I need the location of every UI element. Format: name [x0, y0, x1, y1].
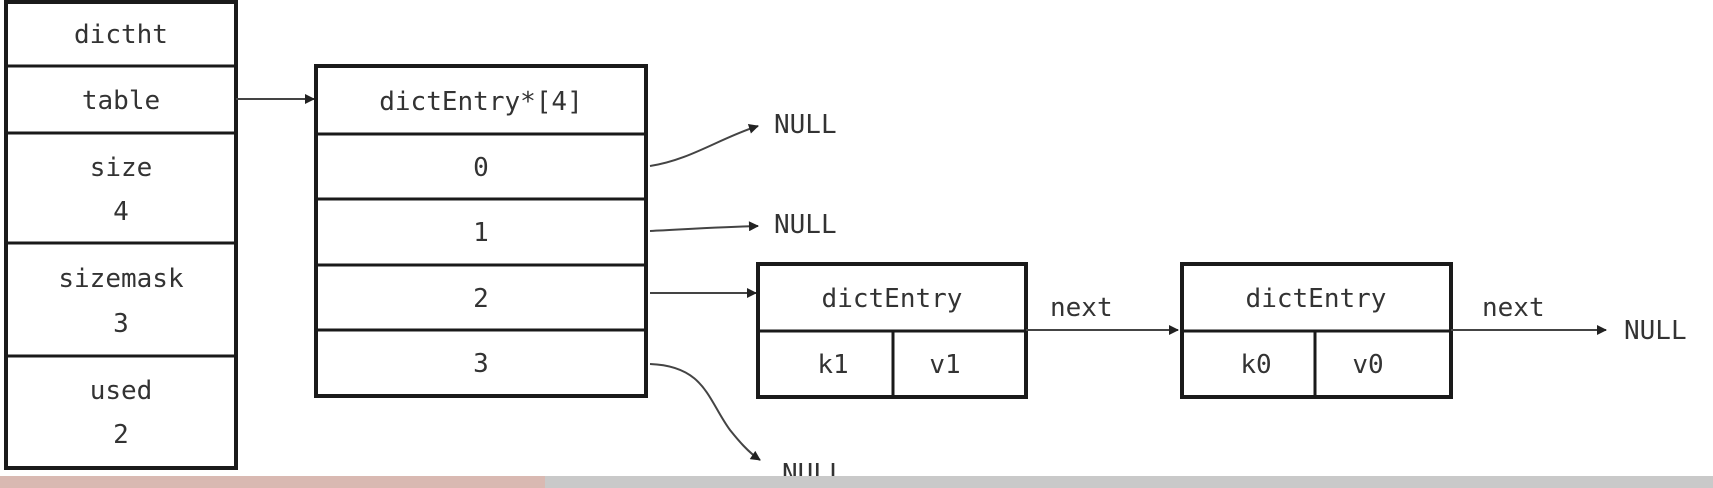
- dictentry-k0: dictEntry k0 v0: [1180, 262, 1453, 399]
- dictentry-k0-value: v0: [1352, 350, 1383, 380]
- dictht-title: dictht: [74, 20, 168, 50]
- dictentry-array: dictEntry*[4] 0 1 2 3: [314, 64, 648, 398]
- dictht-struct: dictht table size 4 sizemask 3 used 2: [4, 0, 238, 470]
- dictentry-k0-key: k0: [1240, 350, 1271, 380]
- dictentry-k1-key: k1: [817, 350, 848, 380]
- dictentry-k0-title: dictEntry: [1246, 284, 1387, 314]
- array-slot-0: 0: [473, 153, 489, 183]
- dictht-table-field: table: [82, 86, 160, 116]
- array-slot-2: 2: [473, 284, 489, 314]
- dictentry-array-box: [314, 64, 648, 398]
- next-label-2: next: [1482, 293, 1545, 323]
- end-null-label: NULL: [1624, 316, 1687, 346]
- dictht-box: [4, 0, 238, 470]
- array-slot-3: 3: [473, 349, 489, 379]
- slot0-null-label: NULL: [774, 110, 837, 140]
- dictentry-k1-value: v1: [929, 350, 960, 380]
- slot3-null-arrow: [649, 363, 761, 461]
- dictht-size-label: size: [90, 153, 153, 183]
- dictht-used-label: used: [90, 376, 153, 406]
- dictentry-k1: dictEntry k1 v1: [756, 262, 1028, 399]
- dictht-sizemask-label: sizemask: [58, 264, 184, 294]
- slot1-null-label: NULL: [774, 210, 837, 240]
- next-label-1: next: [1050, 293, 1113, 323]
- dictentry-array-title: dictEntry*[4]: [379, 87, 583, 117]
- slot0-null-arrow: [649, 123, 759, 167]
- dictht-size-value: 4: [113, 197, 129, 227]
- dictentry-k1-title: dictEntry: [822, 284, 963, 314]
- bottom-page-strip-highlight: [0, 476, 545, 488]
- slot1-null-arrow: [649, 221, 759, 232]
- dictht-used-value: 2: [113, 420, 129, 450]
- array-slot-1: 1: [473, 218, 489, 248]
- dictht-sizemask-value: 3: [113, 309, 129, 339]
